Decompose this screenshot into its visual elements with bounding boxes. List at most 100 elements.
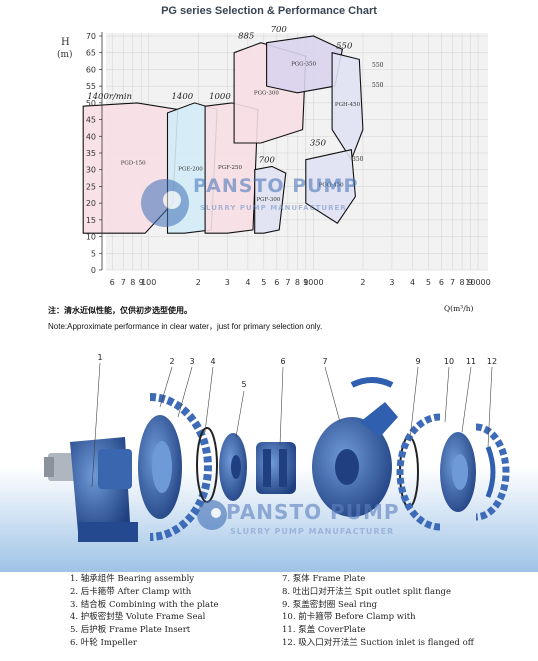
part-volute bbox=[312, 402, 398, 517]
y-axis-unit: (m) bbox=[57, 49, 73, 60]
x-tick-label: 2 bbox=[196, 278, 201, 287]
model-label: PGG-350 bbox=[291, 62, 316, 68]
legend-item: 8. 吐出口对开法兰 Spit outlet split flange bbox=[282, 586, 452, 597]
x-tick-label: 6 bbox=[439, 278, 444, 287]
y-tick-label: 55 bbox=[86, 82, 96, 91]
region-pgf-300 bbox=[254, 165, 287, 234]
speed-label-secondary: 550 bbox=[372, 82, 384, 89]
x-tick-label: 5 bbox=[426, 278, 431, 287]
diagram-watermark-tagline: SLURRY PUMP MANUFACTURER bbox=[230, 527, 394, 536]
callout-number: 7 bbox=[322, 357, 327, 366]
model-label: PGG-300 bbox=[254, 91, 279, 97]
callout-number: 9 bbox=[415, 357, 420, 366]
x-tick-label: 9 bbox=[139, 278, 144, 287]
y-tick-label: 5 bbox=[91, 249, 96, 258]
x-tick-label: 10000 bbox=[465, 278, 490, 287]
legend-item: 3. 结合板 Combining with the plate bbox=[70, 599, 219, 610]
callout-number: 12 bbox=[487, 357, 497, 366]
watermark-brand: PANSTO PUMP bbox=[193, 175, 358, 197]
model-label: PGF-300 bbox=[256, 197, 281, 203]
x-tick-label: 9 bbox=[468, 278, 473, 287]
legend-item: 2. 后卡箍带 After Clamp with bbox=[70, 586, 192, 597]
y-tick-label: 40 bbox=[86, 132, 96, 141]
diagram-watermark-brand: PANSTO PUMP bbox=[226, 500, 400, 524]
callout-number: 10 bbox=[444, 357, 454, 366]
y-tick-label: 70 bbox=[86, 32, 96, 41]
model-label: PGF-250 bbox=[218, 165, 243, 171]
callout-number: 4 bbox=[210, 357, 215, 366]
model-label: PGH-450 bbox=[335, 102, 361, 108]
parts-legend: 1. 轴承组件 Bearing assembly 2. 后卡箍带 After Cl… bbox=[0, 572, 538, 661]
speed-labels: 1400r/min 1400 1000 700 885 700 550 350 550 550 35… bbox=[87, 25, 383, 165]
callout-number: 1 bbox=[97, 353, 102, 362]
x-tick-label: 1000 bbox=[303, 278, 323, 287]
legend-item: 10. 前卡箍带 Before Clamp with bbox=[282, 612, 416, 623]
callout-number: 2 bbox=[169, 357, 174, 366]
speed-label: 700 bbox=[271, 25, 288, 35]
speed-label: 350 bbox=[310, 139, 327, 149]
y-tick-label: 10 bbox=[86, 233, 96, 242]
chart-watermark: PANSTO PUMP SLURRY PUMP MANUFACTURER bbox=[141, 175, 358, 227]
y-tick-label: 35 bbox=[86, 149, 96, 158]
x-tick-label: 5 bbox=[261, 278, 266, 287]
callout-number: 3 bbox=[189, 357, 194, 366]
page-title: PG series Selection & Performance Chart bbox=[161, 5, 377, 17]
y-tick-label: 45 bbox=[86, 116, 96, 125]
legend-item: 1. 轴承组件 Bearing assembly bbox=[70, 574, 195, 584]
part-after-clamp bbox=[138, 393, 212, 541]
part-spit-outlet-flange bbox=[350, 377, 394, 388]
y-tick-label: 65 bbox=[86, 49, 96, 58]
callout-number: 11 bbox=[466, 357, 476, 366]
part-impeller bbox=[256, 442, 296, 494]
y-tick-label: 15 bbox=[86, 216, 96, 225]
x-tick-label: 4 bbox=[245, 278, 250, 287]
y-tick-label: 60 bbox=[86, 65, 96, 74]
diagram-callouts bbox=[91, 362, 493, 488]
x-tick-label: 6 bbox=[110, 278, 115, 287]
x-axis-label: Q(m³/h) bbox=[444, 304, 474, 313]
model-label: PGG-450 bbox=[319, 182, 344, 188]
note-chinese: 注：清水近似性能，仅供初步选型使用。 bbox=[48, 306, 192, 315]
model-label: PGE-200 bbox=[178, 166, 203, 172]
legend-item: 4. 护板密封垫 Volute Frame Seal bbox=[70, 612, 206, 623]
speed-label: 550 bbox=[336, 42, 353, 52]
part-bearing-assembly bbox=[44, 437, 138, 542]
region-pgh-450 bbox=[331, 51, 364, 161]
diagram-watermark-logo-hole bbox=[211, 508, 221, 518]
y-axis-label: H bbox=[61, 37, 70, 48]
y-tick-label: 0 bbox=[91, 266, 96, 275]
speed-label-secondary: 550 bbox=[372, 62, 384, 69]
watermark-logo-hole bbox=[163, 191, 181, 209]
diagram-watermark: PANSTO PUMP SLURRY PUMP MANUFACTURER bbox=[197, 500, 400, 536]
legend-item: 12. 吸入口对开法兰 Suction inlet is flanged off bbox=[282, 638, 474, 648]
legend-item: 11. 泵盖 CoverPlate bbox=[282, 625, 366, 636]
speed-label: 1400 bbox=[172, 92, 194, 102]
speed-label: 885 bbox=[238, 32, 254, 42]
y-tick-label: 50 bbox=[86, 99, 96, 108]
x-tick-label: 3 bbox=[389, 278, 394, 287]
speed-label: 1000 bbox=[209, 92, 231, 102]
speed-label-secondary: 350 bbox=[352, 156, 364, 163]
speed-label: 700 bbox=[259, 155, 276, 165]
x-tick-label: 3 bbox=[225, 278, 230, 287]
x-tick-label: 7 bbox=[285, 278, 290, 287]
part-frame-plate-insert bbox=[219, 433, 247, 501]
legend-item: 7. 泵体 Frame Plate bbox=[282, 574, 366, 584]
speed-label: 1400r/min bbox=[87, 92, 132, 102]
note-english: Note:Approximate performance in clear wa… bbox=[48, 322, 323, 331]
x-tick-label: 9 bbox=[303, 278, 308, 287]
part-suction-flange bbox=[485, 446, 496, 498]
legend-item: 6. 叶轮 Impeller bbox=[70, 638, 137, 648]
region-pgg-450 bbox=[305, 149, 356, 224]
watermark-tagline: SLURRY PUMP MANUFACTURER bbox=[200, 204, 347, 212]
x-tick-label: 8 bbox=[130, 278, 135, 287]
legend-item: 9. 泵盖密封圈 Seal ring bbox=[282, 599, 378, 610]
x-tick-label: 4 bbox=[410, 278, 415, 287]
x-tick-label: 100 bbox=[141, 278, 156, 287]
x-tick-label: 6 bbox=[274, 278, 279, 287]
